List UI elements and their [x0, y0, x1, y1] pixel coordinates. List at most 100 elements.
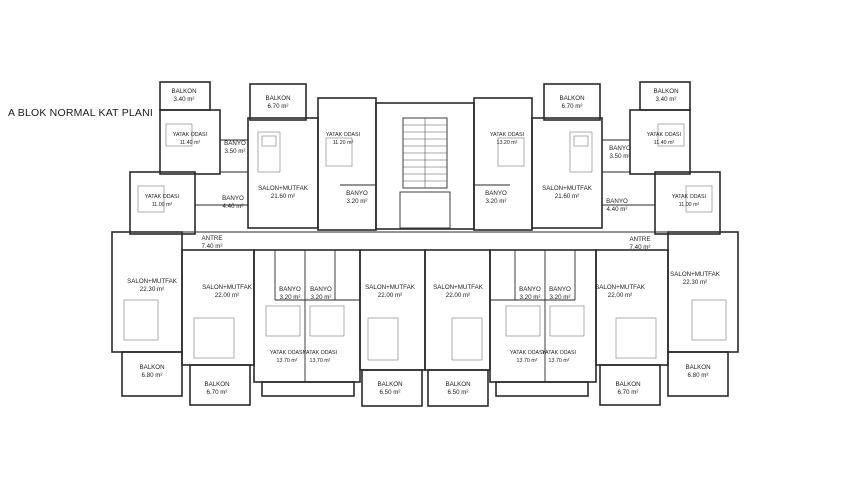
room-name: ANTRE — [630, 236, 651, 243]
room-name: BALKON — [445, 381, 470, 388]
room-area: 6.70 m² — [268, 103, 289, 110]
room-area: 6.70 m² — [562, 103, 583, 110]
room-area: 6.80 m² — [688, 372, 709, 379]
plan-title: A BLOK NORMAL KAT PLANI — [8, 107, 154, 119]
interior-walls — [182, 139, 668, 382]
room-area: 13.70 m² — [277, 358, 298, 364]
room-area: 6.70 m² — [207, 389, 228, 396]
room-area: 11.20 m² — [333, 140, 354, 146]
room-area: 11.40 m² — [654, 140, 675, 146]
room-area: 3.20 m² — [311, 294, 332, 301]
room-name: BANYO — [224, 140, 246, 147]
room-label: YATAK ODASI 11.40 m² — [647, 132, 681, 146]
room-label: YATAK ODASI 11.20 m² — [326, 132, 360, 146]
room-area: 13.70 m² — [517, 358, 538, 364]
room-name: BALKON — [653, 88, 678, 95]
room-area: 11.00 m² — [152, 202, 173, 208]
room-area: 11.40 m² — [180, 140, 201, 146]
room-name: SALON+MUTFAK — [202, 284, 253, 291]
room-label: YATAK ODASI 11.40 m² — [173, 132, 207, 146]
room-area: 3.50 m² — [225, 148, 246, 155]
room-name: SALON+MUTFAK — [670, 271, 721, 278]
room-name: YATAK ODASI — [326, 132, 360, 138]
room-name: SALON+MUTFAK — [433, 284, 484, 291]
room-name: ANTRE — [202, 235, 223, 242]
room-name: YATAK ODASI — [647, 132, 681, 138]
room-area: 6.80 m² — [142, 372, 163, 379]
room-area: 3.40 m² — [656, 96, 677, 103]
room-area: 22.00 m² — [608, 292, 632, 299]
room-name: BANYO — [310, 286, 332, 293]
room-area: 22.00 m² — [378, 292, 402, 299]
room-name: YATAK ODASI — [303, 350, 337, 356]
room-name: SALON+MUTFAK — [595, 284, 646, 291]
room-name: SALON+MUTFAK — [127, 278, 178, 285]
room-name: YATAK ODASI — [270, 350, 304, 356]
room-area: 7.40 m² — [630, 244, 651, 251]
room-area: 21.60 m² — [271, 193, 295, 200]
room-area: 13.70 m² — [310, 358, 331, 364]
room-area: 3.20 m² — [347, 198, 368, 205]
room-name: BALKON — [559, 95, 584, 102]
room-area: 13.70 m² — [549, 358, 570, 364]
room-area: 4.40 m² — [223, 203, 244, 210]
room-name: BANYO — [609, 145, 631, 152]
room-name: SALON+MUTFAK — [365, 284, 416, 291]
room-name: BALKON — [377, 381, 402, 388]
room-area: 3.20 m² — [280, 294, 301, 301]
room-name: BANYO — [549, 286, 571, 293]
room-area: 22.30 m² — [140, 286, 164, 293]
room-area: 3.20 m² — [550, 294, 571, 301]
room-area: 21.60 m² — [555, 193, 579, 200]
room-area: 22.00 m² — [215, 292, 239, 299]
room-name: YATAK ODASI — [672, 194, 706, 200]
room-area: 6.50 m² — [448, 389, 469, 396]
room-name: BALKON — [171, 88, 196, 95]
room-area: 3.50 m² — [610, 153, 631, 160]
room-name: BALKON — [685, 364, 710, 371]
room-name: BALKON — [204, 381, 229, 388]
room-name: BANYO — [519, 286, 541, 293]
room-area: 22.30 m² — [683, 279, 707, 286]
room-area: 13.20 m² — [497, 140, 518, 146]
room-label: YATAK ODASI 13.70 m² — [270, 350, 304, 364]
room-name: YATAK ODASI — [542, 350, 576, 356]
room-name: BANYO — [222, 195, 244, 202]
room-name: YATAK ODASI — [173, 132, 207, 138]
room-area: 3.40 m² — [174, 96, 195, 103]
room-name: BANYO — [346, 190, 368, 197]
room-area: 4.40 m² — [607, 206, 628, 213]
stairwell — [399, 117, 451, 229]
room-area: 6.70 m² — [618, 389, 639, 396]
room-area: 3.20 m² — [486, 198, 507, 205]
room-name: BANYO — [485, 190, 507, 197]
room-area: 3.20 m² — [520, 294, 541, 301]
room-area: 7.40 m² — [202, 243, 223, 250]
exterior-walls — [111, 81, 739, 407]
